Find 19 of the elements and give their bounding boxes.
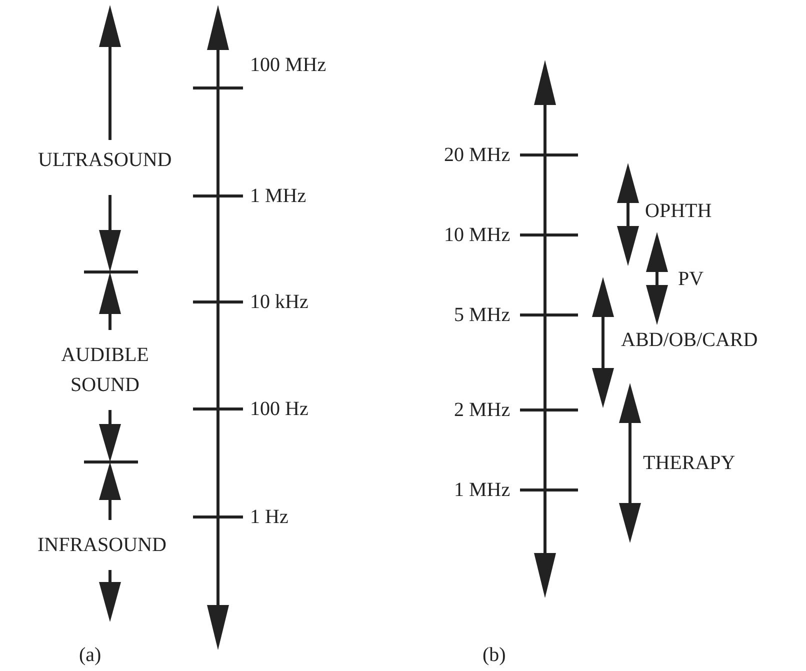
panel-label: (a) [79, 644, 102, 666]
tick-label: 1 MHz [250, 185, 306, 207]
band-label: AUDIBLE SOUND [60, 343, 150, 398]
tick-label: 10 MHz [444, 224, 510, 246]
range-label: PV [678, 268, 704, 290]
tick-label: 2 MHz [454, 399, 510, 421]
panel-label: (b) [482, 644, 506, 666]
tick-label: 20 MHz [444, 144, 510, 166]
tick-label: 5 MHz [454, 304, 510, 326]
tick-label: 1 Hz [250, 506, 288, 528]
band-label: INFRASOUND [38, 534, 166, 556]
tick-label: 100 MHz [250, 54, 326, 76]
band-label: ULTRASOUND [38, 149, 172, 171]
range-label: OPHTH [645, 200, 712, 222]
range-label: ABD/OB/CARD [621, 329, 758, 351]
range-label: THERAPY [643, 452, 736, 474]
tick-label: 1 MHz [454, 479, 510, 501]
tick-label: 100 Hz [250, 398, 308, 420]
tick-label: 10 kHz [250, 291, 308, 313]
